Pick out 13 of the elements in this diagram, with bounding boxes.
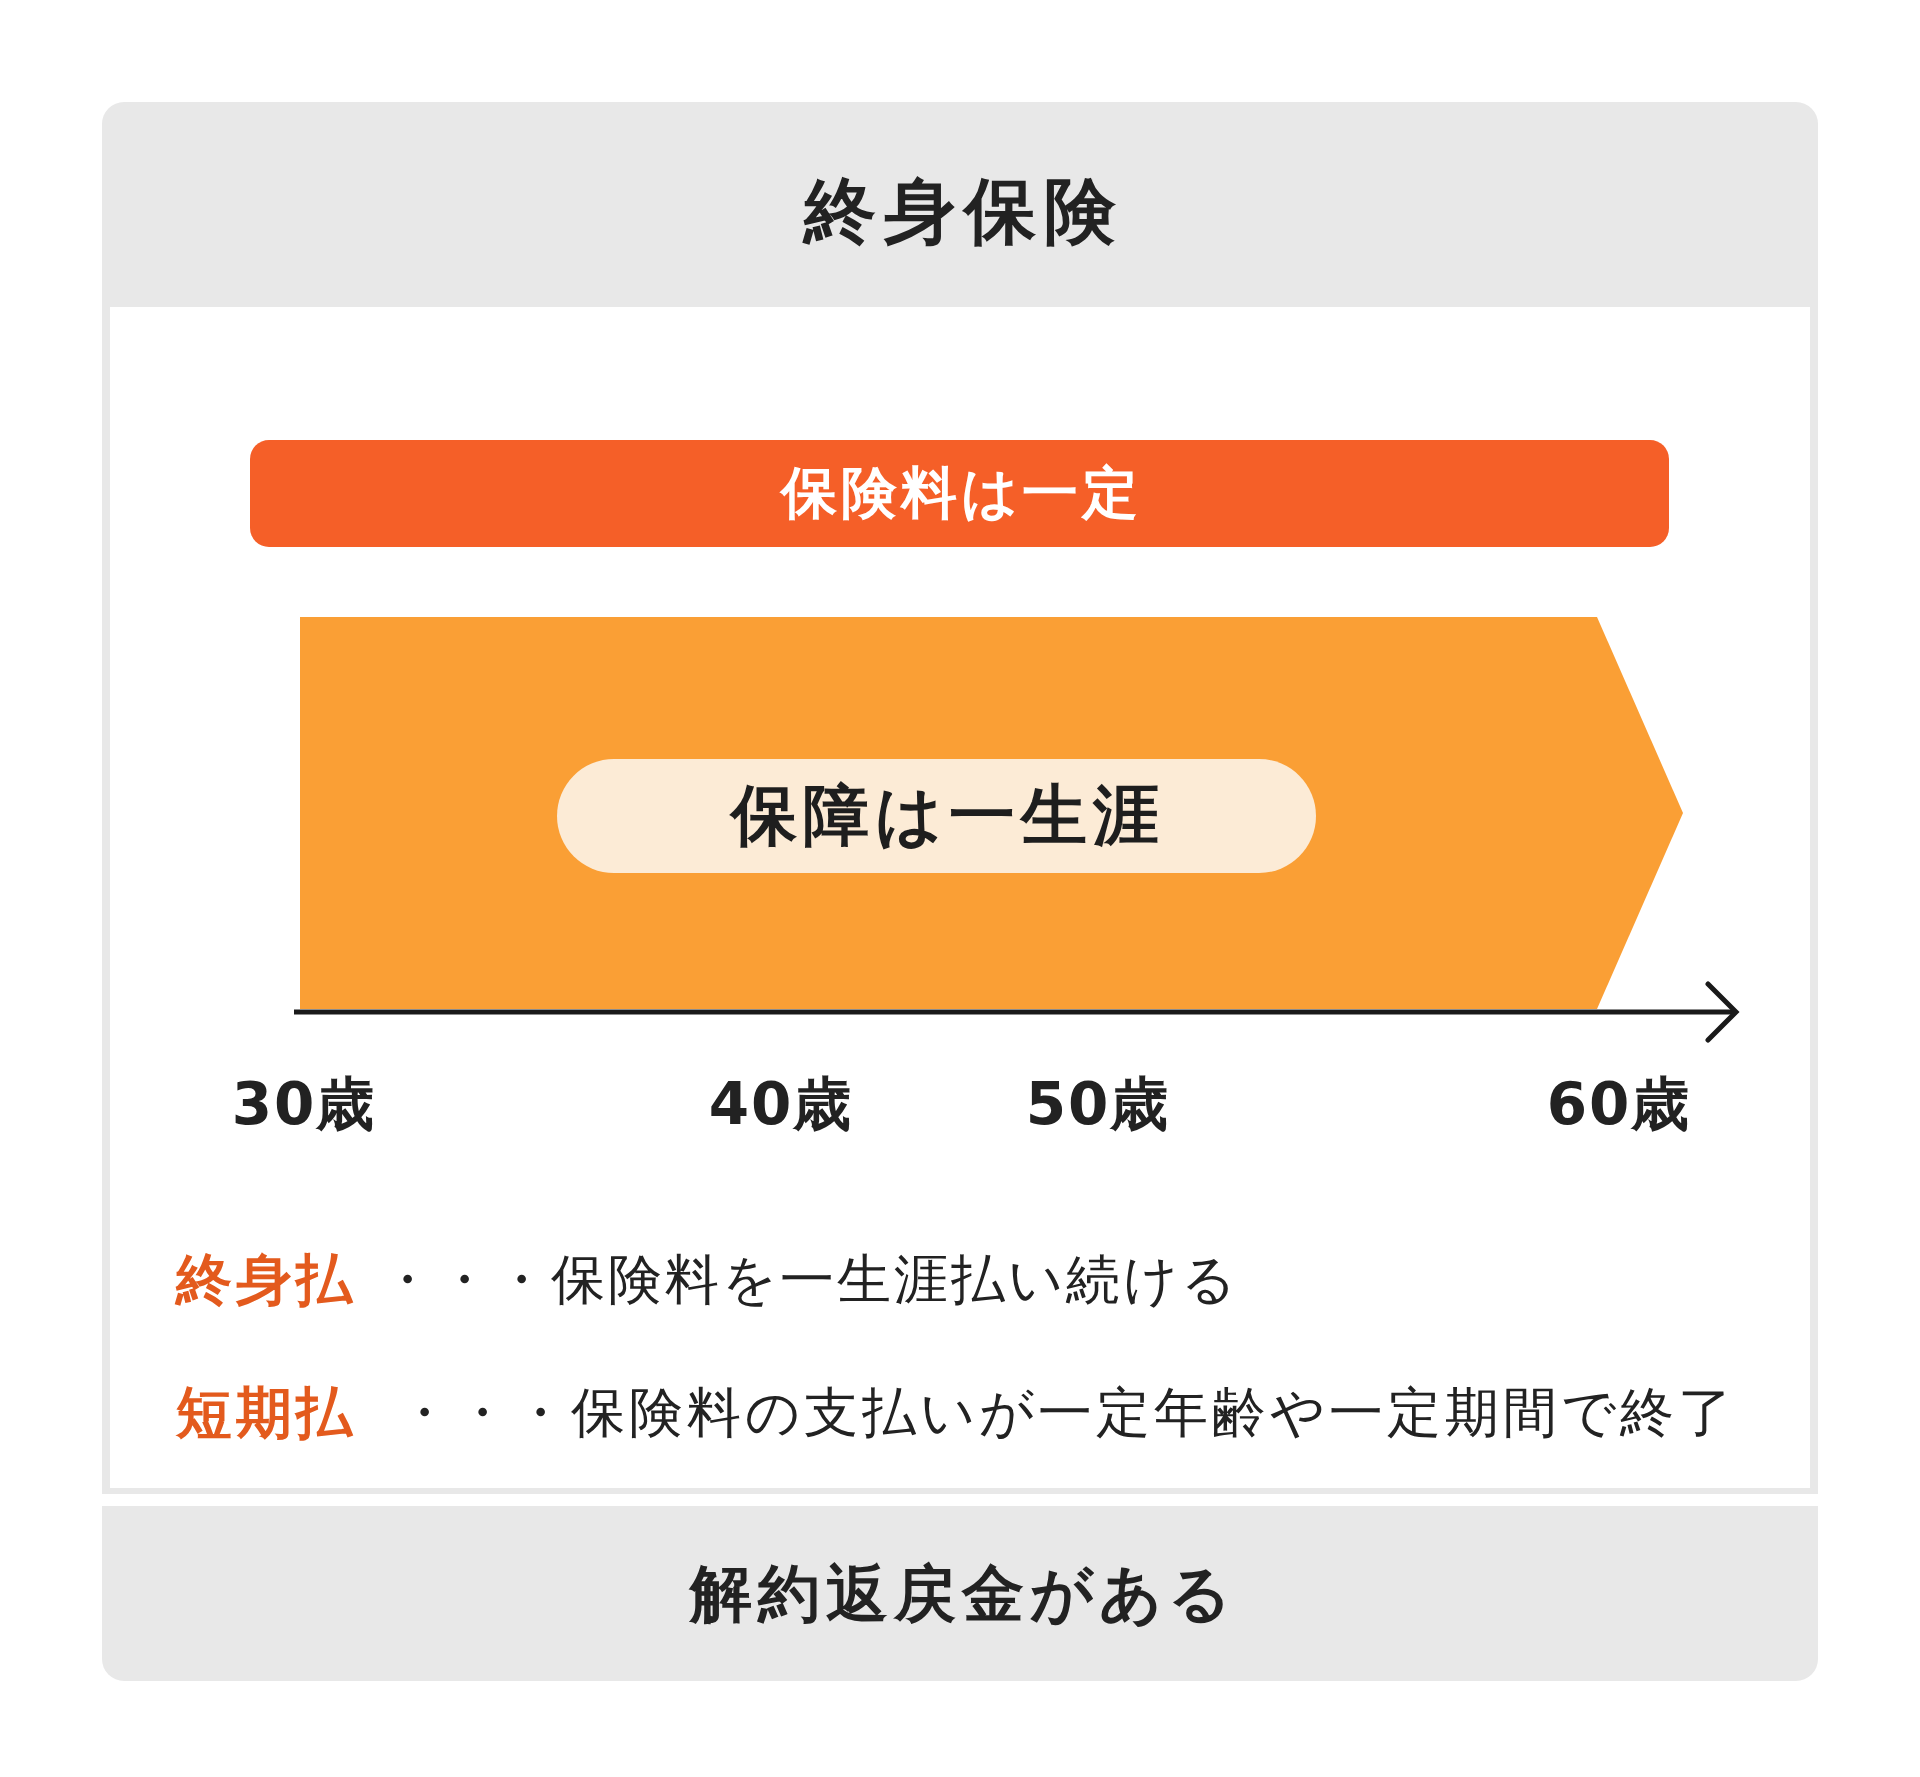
arrow-shape bbox=[300, 617, 1683, 1009]
age-label: 30歳 bbox=[230, 1070, 377, 1138]
description-text: ・・・保険料の支払いが一定年齢や一定期間で終了 bbox=[397, 1381, 1736, 1445]
age-label: 50歳 bbox=[1024, 1070, 1171, 1138]
banner-bar: 保険料は一定 bbox=[250, 440, 1669, 547]
term-label: 終身払 bbox=[176, 1247, 356, 1313]
description-text: ・・・保険料を一生涯払い続ける bbox=[380, 1248, 1239, 1312]
age-label: 60歳 bbox=[1545, 1070, 1692, 1138]
term-label: 短期払 bbox=[176, 1380, 356, 1446]
pill-label: 保障は一生涯 bbox=[557, 759, 1316, 873]
title: 終身保険 bbox=[801, 169, 1124, 253]
age-label: 40歳 bbox=[707, 1070, 854, 1138]
footer-band: 解約返戻金がある bbox=[102, 1506, 1818, 1681]
